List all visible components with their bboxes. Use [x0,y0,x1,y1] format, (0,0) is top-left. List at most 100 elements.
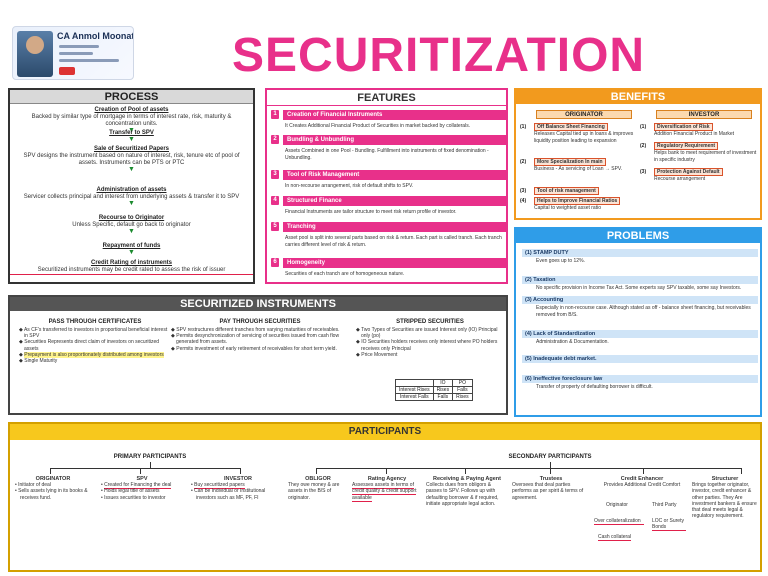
benefit-body: Releases Capital tied up in loans & impr… [534,131,634,144]
process-step: Recourse to Originator Unless Specific, … [10,215,253,235]
bullet-item: ◆ Permits desynchronization of servicing… [171,333,340,346]
profile-card: CA Anmol Moonat [12,26,134,80]
step-title: Transfer to SPV [109,130,154,136]
feature-title: Structured Finance [283,196,507,206]
step-body: Securitized instruments may be credit ra… [10,267,253,275]
feature-body: Securities of each tranch are of homogen… [285,271,405,277]
bullet-item: • Buy securitized papers [191,482,245,490]
bullet-item: ◆ As CF's transferred to investors in pr… [19,327,168,340]
benefit-body: Recourse arrangement [654,176,706,183]
instruments-title: SECURITIZED INSTRUMENTS [10,297,506,311]
benefit-title: Helps to Improve Financial Ratios [534,197,621,206]
price-movement-table: IO PO Interest Rises Rises Falls Interes… [395,379,473,401]
bullet-item: ◆ Securities Represents direct claim of … [19,339,160,352]
problem-item: (2) Taxation No specific provision in In… [522,276,758,292]
profile-name: CA Anmol Moonat [57,31,134,41]
connector-line [50,468,51,474]
problems-panel: PROBLEMS (1) STAMP DUTY Even goes up to … [514,227,762,417]
process-step: Transfer to SPV ▼ [10,130,253,143]
table-row: Interest Falls Falls Rises [395,393,473,401]
bullet-item: ◆ SPV restructures different tranches fr… [171,327,340,333]
enhancer-option: LOC or Surety Bonds [652,518,686,532]
table-cell: Rises [432,386,454,394]
participant-originator: ORIGINATOR • Initiator of deal • Sells a… [14,476,92,501]
benefits-panel: BENEFITS ORIGINATOR INVESTOR (1) Off Bal… [514,88,762,220]
connector-line [240,468,241,474]
stripped-title: STRIPPED SECURITIES [396,319,464,325]
process-step: Administration of assets Servicer collec… [10,187,253,207]
problem-title: (1) STAMP DUTY [522,249,758,257]
connector-line [465,468,466,474]
feature-body: Assets Combined in one Pool - Bundling. … [285,148,489,161]
benefit-body: Business - As servicing of Loan → SPV. [534,166,623,173]
enhancer-option: Cash collateral [598,534,632,542]
problem-item: (6) Ineffective foreclosure law Transfer… [522,375,758,391]
feature-number: 2 [271,135,279,144]
feature-number: 1 [271,110,279,119]
participant-title: OBLIGOR [305,476,331,482]
benefit-number: (2) [640,143,647,149]
features-panel: FEATURES 1 Creation of Financial Instrum… [265,88,508,284]
profile-line [59,45,99,48]
bullet-item: ◆ Single Maturity [19,358,58,365]
connector-line [140,468,141,474]
feature-title: Homogeneity [283,258,507,268]
step-title: Administration of assets [96,187,167,193]
problem-body: Even goes up to 12%. [536,258,585,264]
bullet-item: • Holds legal title of assets [101,488,160,495]
benefit-item: Protection Against Default Recourse arra… [654,168,758,183]
benefit-number: (4) [520,198,527,204]
benefit-title: Tool of risk management [534,187,599,196]
benefit-body: Addition Financial Product in Market [654,131,735,138]
benefit-body: Capital to weighted asset ratio [534,205,601,212]
feature-number: 4 [271,196,279,205]
pass-through-list: ◆ As CF's transferred to investors in pr… [18,327,168,364]
connector-line [550,468,551,474]
benefit-title: Off Balance Sheet Financing [534,123,608,132]
feature-body: It Creates Additional Financial Product … [285,123,471,129]
bullet-item: ◆ Two Types of Securities are issued Int… [356,327,498,340]
enhancer-option: Third Party [652,502,677,508]
participant-title: SPV [136,476,148,482]
participant-investor: INVESTOR • Buy securitized papers • Can … [190,476,286,501]
step-title: Recourse to Originator [98,215,165,221]
arrow-down-icon: ▼ [128,166,135,173]
pay-through-list: ◆ SPV restructures different tranches fr… [170,327,350,352]
benefit-item: Diversification of Risk Addition Financi… [654,123,758,138]
feature-body: Financial Instruments are tailor structu… [285,209,457,215]
benefit-item: Helps to Improve Financial Ratios Capita… [534,197,640,212]
bullet-item: • Created for Financing the deal [101,482,172,490]
feature-title: Tool of Risk Management [283,170,507,180]
participant-body: Provides Additional Credit Comfort [603,482,681,489]
participant-obligor: OBLIGOR They owe money & are assets in t… [288,476,348,501]
participant-trustees: Trustees Oversees that deal parties perf… [512,476,590,501]
arrow-down-icon: ▼ [128,200,135,207]
step-body: Servicer collects principal and interest… [23,194,240,200]
benefit-title: Regulatory Requirement [654,142,719,151]
problem-body: Transfer of property of defaulting borro… [536,384,653,390]
avatar [17,31,53,77]
enhancer-option: Over collateralization [594,518,644,526]
enhancer-option: Originator [606,502,628,508]
process-step: Creation of Pool of assets Backed by sim… [10,107,253,134]
benefit-number: (3) [640,169,647,175]
problem-item: (3) Accounting Especially in non-recours… [522,296,758,318]
table-cell: Falls [452,386,473,394]
problem-item: (1) STAMP DUTY Even goes up to 12%. [522,249,758,265]
participant-structurer: Structurer Brings together originator, i… [692,476,758,519]
connector-line [150,462,151,468]
table-cell: Interest Rises [395,386,434,394]
problems-title: PROBLEMS [516,229,760,243]
participant-title: Trustees [539,476,563,482]
participant-credit-enhancer: Credit Enhancer Provides Additional Cred… [594,476,690,566]
benefit-number: (1) [520,124,527,130]
benefit-item: Tool of risk management [534,187,636,196]
problem-body: No specific provision in Income Tax Act.… [536,285,742,291]
bullet-item: ◆ Price Movement [356,351,398,358]
problem-title: (3) Accounting [522,296,758,304]
participant-paying-agent: Receiving & Paying Agent Collects dues f… [426,476,508,507]
benefit-title: Protection Against Default [654,168,723,177]
primary-participants-title: PRIMARY PARTICIPANTS [113,454,187,460]
arrow-down-icon: ▼ [128,136,135,143]
problem-body: Administration & Documentation. [536,339,609,345]
